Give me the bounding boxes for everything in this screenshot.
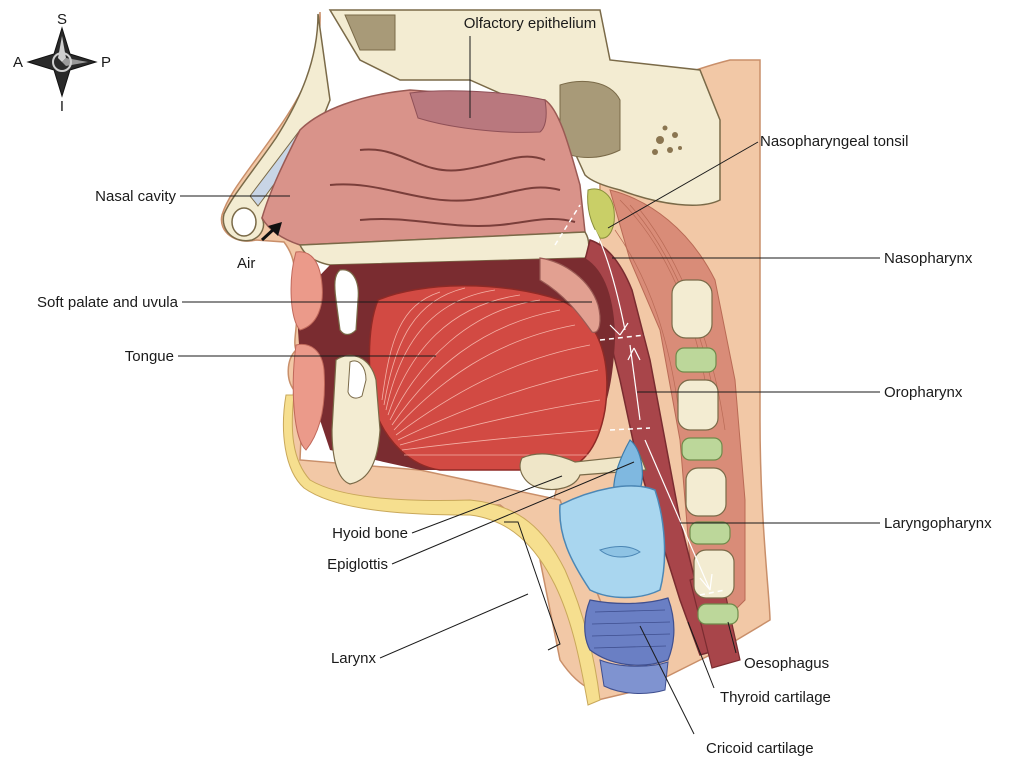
- orientation-compass: S I A P: [13, 11, 111, 115]
- label-larynx: Larynx: [331, 650, 377, 667]
- lower-lip: [293, 344, 324, 450]
- label-thyroid-cartilage: Thyroid cartilage: [720, 689, 831, 706]
- label-nasopharynx: Nasopharynx: [884, 250, 973, 267]
- label-cricoid-cartilage: Cricoid cartilage: [706, 740, 814, 757]
- label-nasal-cavity: Nasal cavity: [95, 188, 176, 205]
- label-oropharynx: Oropharynx: [884, 384, 963, 401]
- label-laryngopharynx: Laryngopharynx: [884, 515, 992, 532]
- label-air: Air: [237, 255, 255, 272]
- compass-posterior: P: [101, 54, 111, 71]
- anatomy-illustration: [221, 10, 770, 705]
- label-epiglottis: Epiglottis: [327, 556, 388, 573]
- compass-anterior: A: [13, 54, 23, 71]
- label-olfactory-epithelium: Olfactory epithelium: [464, 15, 597, 32]
- compass-inferior: I: [60, 98, 64, 115]
- label-nasopharyngeal-tonsil: Nasopharyngeal tonsil: [760, 133, 908, 150]
- cricoid-cartilage-area: [585, 598, 674, 665]
- compass-superior: S: [57, 11, 67, 28]
- label-hyoid-bone: Hyoid bone: [332, 525, 408, 542]
- label-oesophagus: Oesophagus: [744, 655, 829, 672]
- label-soft-palate-and-uvula: Soft palate and uvula: [37, 294, 179, 311]
- label-tongue: Tongue: [125, 348, 174, 365]
